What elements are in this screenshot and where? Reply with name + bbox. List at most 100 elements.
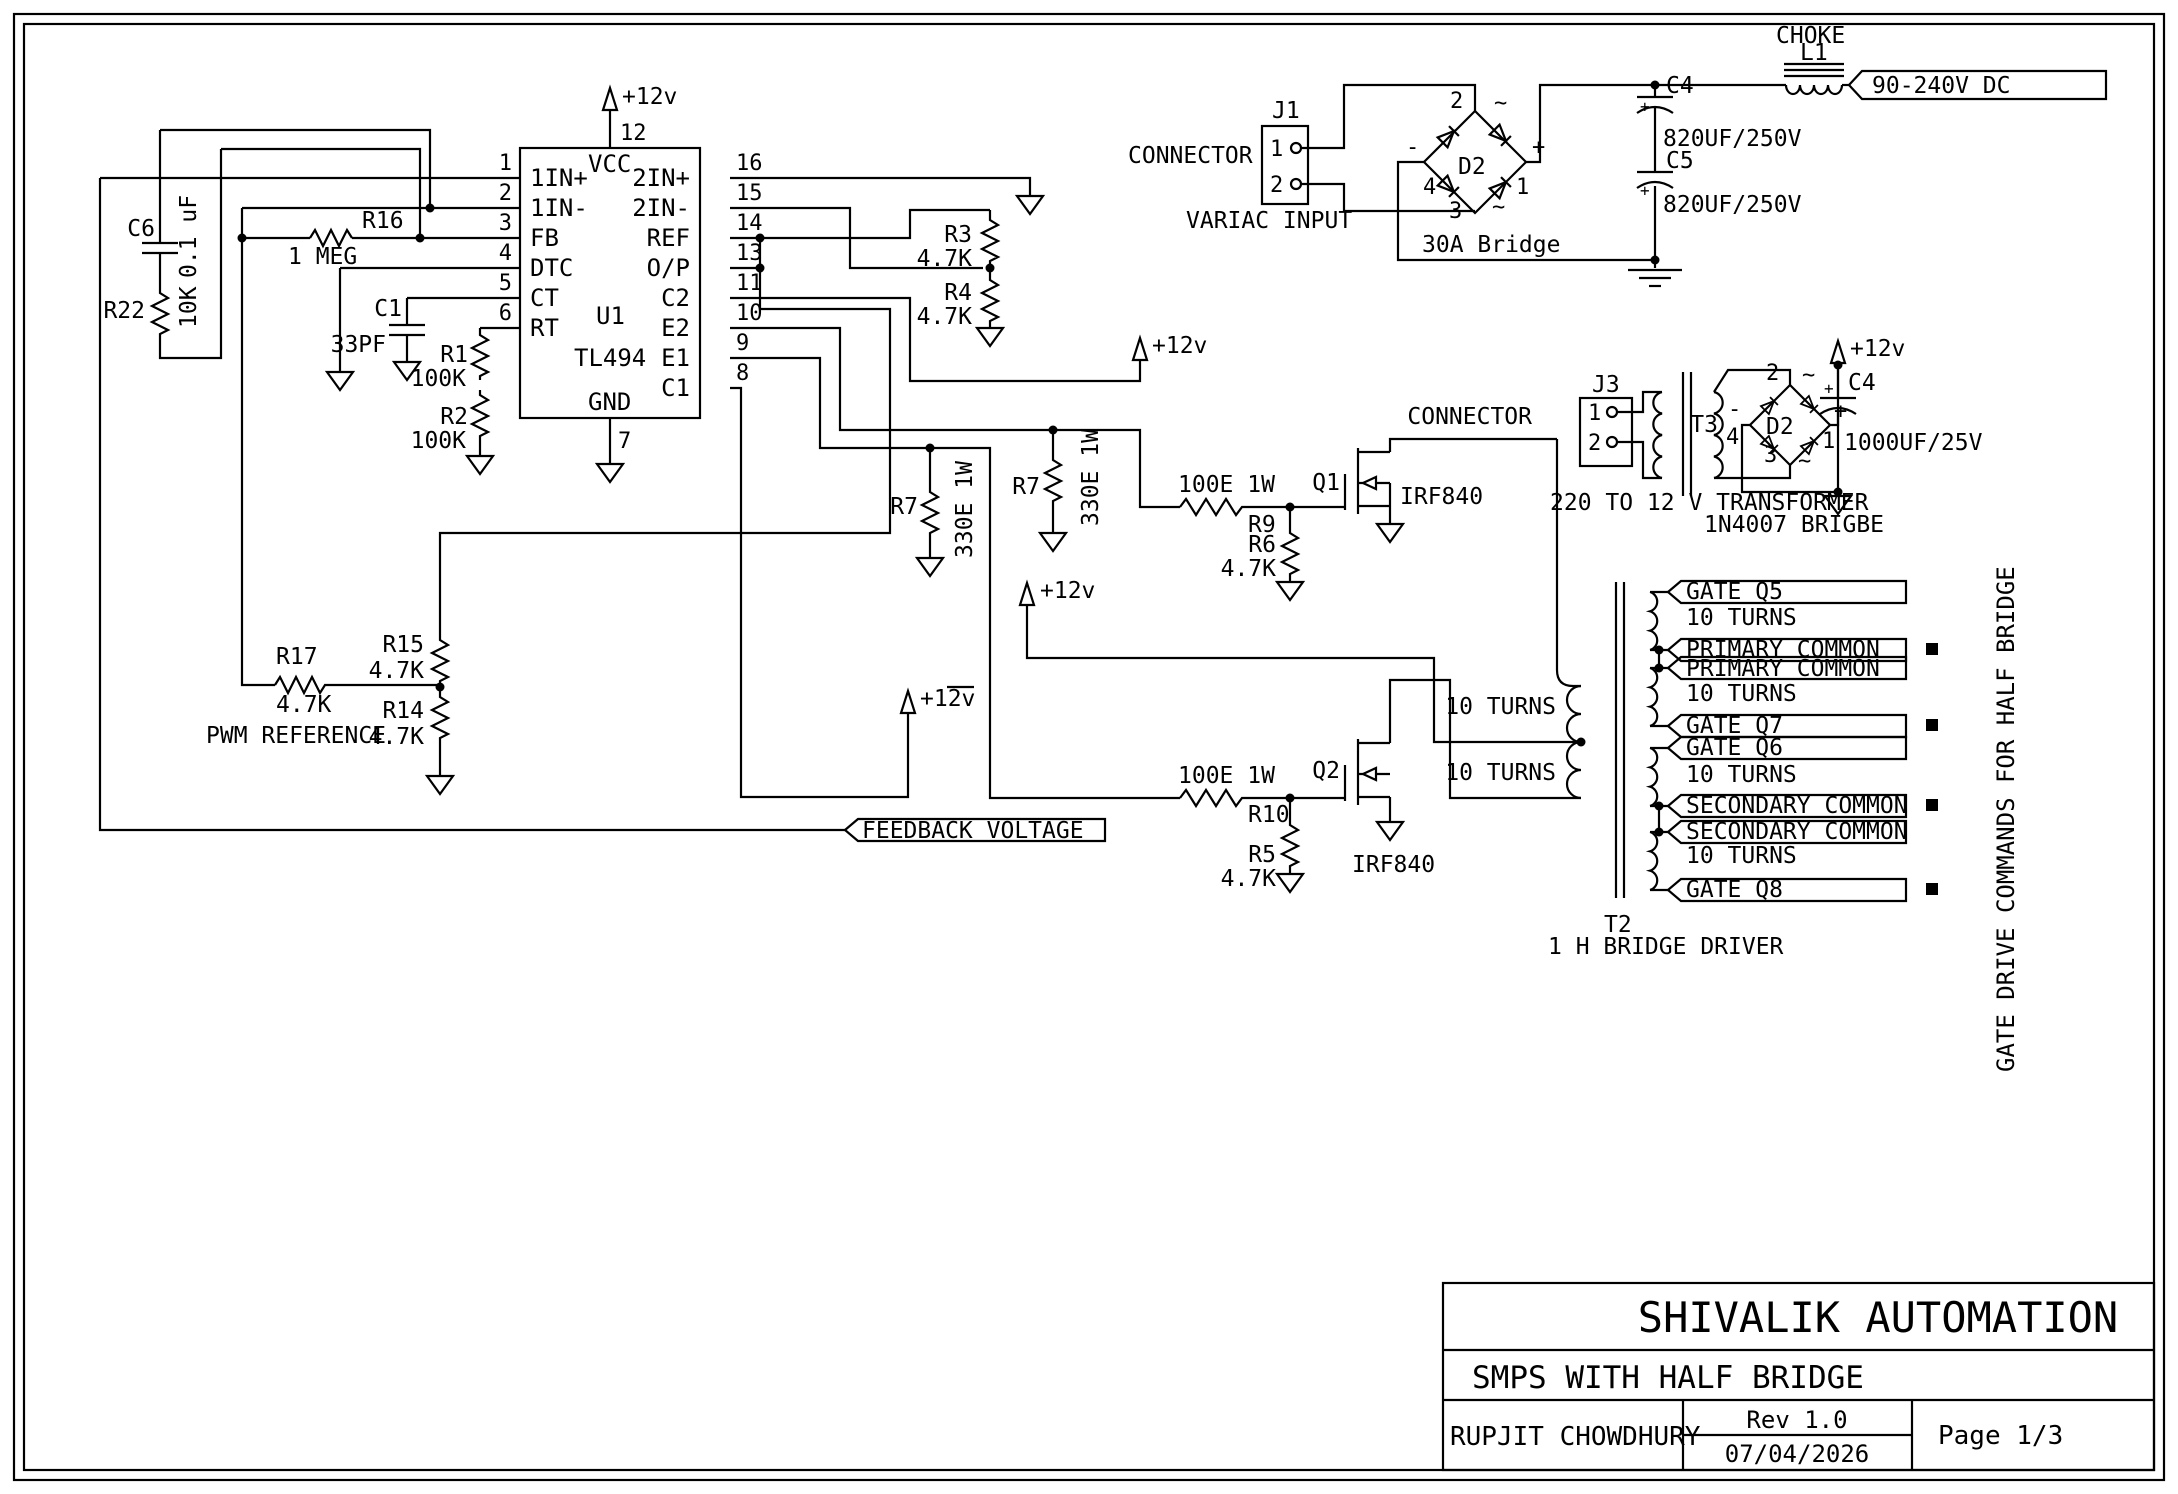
title-block-author: RUPJIT CHOWDHURY [1450, 1422, 1701, 1452]
r3-ref: R3 [944, 222, 972, 248]
t2-turns-right3: 10 TURNS [1686, 762, 1797, 788]
u1-pin-label: C1 [661, 374, 690, 402]
u1-pin12-num: 12 [620, 121, 647, 146]
t2-turns-left1: 10 TURNS [1445, 694, 1556, 720]
gate-drive-note: GATE DRIVE COMMANDS FOR HALF BRIDGE [1992, 566, 2020, 1072]
r5-value: 4.7K [1221, 866, 1277, 892]
d2a-plus: + [1532, 135, 1545, 160]
d2b-minus: - [1728, 397, 1741, 422]
labels: VCC GND U1 TL494 12 7 1 2 3 4 5 6 1IN+ 1… [103, 23, 2118, 1468]
d2b-pin-right: 1 [1822, 429, 1835, 454]
resistor-r2 [469, 390, 491, 438]
u1-pin-label: 2IN- [632, 194, 690, 222]
resistor-r17 [274, 674, 330, 696]
net-dc-out: 90-240V DC [1872, 73, 2010, 99]
r16-value: 1 MEG [288, 244, 357, 270]
d2b-plus: + [1834, 399, 1847, 424]
j3-pin2: 2 [1588, 431, 1601, 456]
c1-value: 33PF [331, 332, 386, 358]
d2a-tilde-bottom: ~ [1492, 195, 1505, 220]
r2-ref: R2 [440, 404, 468, 430]
d2b-tilde-top: ~ [1802, 363, 1815, 388]
power-flag-icons [601, 84, 1847, 715]
resistor-r22 [149, 288, 171, 338]
u1-pin-label: E2 [661, 314, 690, 342]
r22-value: 10K [176, 286, 202, 328]
u1-gnd-label: GND [588, 388, 631, 416]
resistor-r6 [1279, 528, 1301, 576]
ground-icons [324, 194, 1854, 894]
net-12v: +12v [1152, 333, 1207, 359]
capacitor-c6 [142, 241, 178, 255]
d2b-pin-top: 2 [1766, 361, 1779, 386]
net-12v: +12v [622, 84, 677, 110]
flag-gate-q7: GATE Q7 [1686, 713, 1783, 739]
r5-ref: R5 [1248, 842, 1276, 868]
j1-sub: VARIAC INPUT [1186, 208, 1352, 234]
u1-pin-num: 5 [499, 271, 512, 296]
r15-ref: R15 [382, 632, 424, 658]
r7b-ref: R7 [890, 494, 918, 520]
r14-ref: R14 [382, 698, 424, 724]
capacitor-c5-input [1636, 170, 1674, 189]
t2-turns-right2: 10 TURNS [1686, 681, 1797, 707]
j1-pin2: 2 [1270, 173, 1283, 198]
net-flag-shapes [843, 69, 2108, 903]
r7a-value: 330E 1W [1078, 429, 1104, 526]
title-block-rev: Rev 1.0 [1746, 1406, 1847, 1434]
t2-turns-left2: 10 TURNS [1445, 760, 1556, 786]
r14-value: 4.7K [369, 724, 425, 750]
pwm-reference-label: PWM REFERENCE [206, 723, 386, 749]
q2-ref: Q2 [1312, 758, 1340, 784]
ic-tl494-body [518, 146, 702, 420]
title-block-date: 07/04/2026 [1725, 1440, 1870, 1468]
r9-value: 100E 1W [1178, 472, 1275, 498]
r3-value: 4.7K [917, 246, 973, 272]
flag-secondary-common-2: SECONDARY COMMON [1686, 819, 1908, 845]
u1-pin-num: 13 [736, 241, 763, 266]
d2b-label: 1N4007 BRIGBE [1704, 512, 1884, 538]
r17-value: 4.7K [276, 692, 332, 718]
u1-pin-num: 11 [736, 271, 763, 296]
resistor-r16 [309, 227, 353, 249]
r1-ref: R1 [440, 342, 468, 368]
r16-ref: R16 [362, 208, 404, 234]
r7b-value: 330E 1W [952, 461, 978, 558]
resistor-r14 [429, 692, 451, 740]
u1-pin-label: DTC [530, 254, 573, 282]
u1-ref: U1 [596, 302, 625, 330]
r1-value: 100K [411, 366, 467, 392]
choke-ref: L1 [1800, 40, 1828, 66]
sheet-border [12, 12, 2166, 1482]
t3-ref: T3 [1690, 412, 1718, 438]
transformer-t3 [1652, 372, 1724, 496]
j1-name: CONNECTOR [1128, 143, 1253, 169]
t2-turns-right1: 10 TURNS [1686, 605, 1797, 631]
r4-value: 4.7K [917, 304, 973, 330]
j1-pin1: 1 [1270, 137, 1283, 162]
t3-label: 220 TO 12 V TRANSFORMER [1550, 490, 1869, 516]
title-block-page: Page 1/3 [1938, 1421, 2063, 1451]
r2-value: 100K [411, 428, 467, 454]
u1-pin-label: FB [530, 224, 559, 252]
terminal-squares [1926, 643, 1938, 895]
r17-ref: R17 [276, 644, 318, 670]
u1-vcc-label: VCC [588, 150, 631, 178]
c4a-value: 820UF/250V [1663, 126, 1802, 152]
u1-pin-label: O/P [647, 254, 690, 282]
d2a-ref: D2 [1458, 154, 1486, 180]
u1-pin7-num: 7 [618, 429, 631, 454]
u1-pin-num: 16 [736, 151, 763, 176]
capacitor-c4-aux [1819, 396, 1857, 415]
u1-pin-num: 8 [736, 361, 749, 386]
u1-pin-label: RT [530, 314, 559, 342]
q1-part: IRF840 [1400, 484, 1483, 510]
resistor-r4 [979, 275, 1001, 322]
transformer-t2 [1565, 582, 1659, 898]
title-block-company: SHIVALIK AUTOMATION [1638, 1293, 2118, 1342]
bridge-rectifier-aux [1748, 383, 1832, 467]
j3-name: CONNECTOR [1407, 404, 1532, 430]
r6-ref: R6 [1248, 532, 1276, 558]
connector-j3 [1578, 396, 1634, 468]
u1-pin-label: CT [530, 284, 559, 312]
